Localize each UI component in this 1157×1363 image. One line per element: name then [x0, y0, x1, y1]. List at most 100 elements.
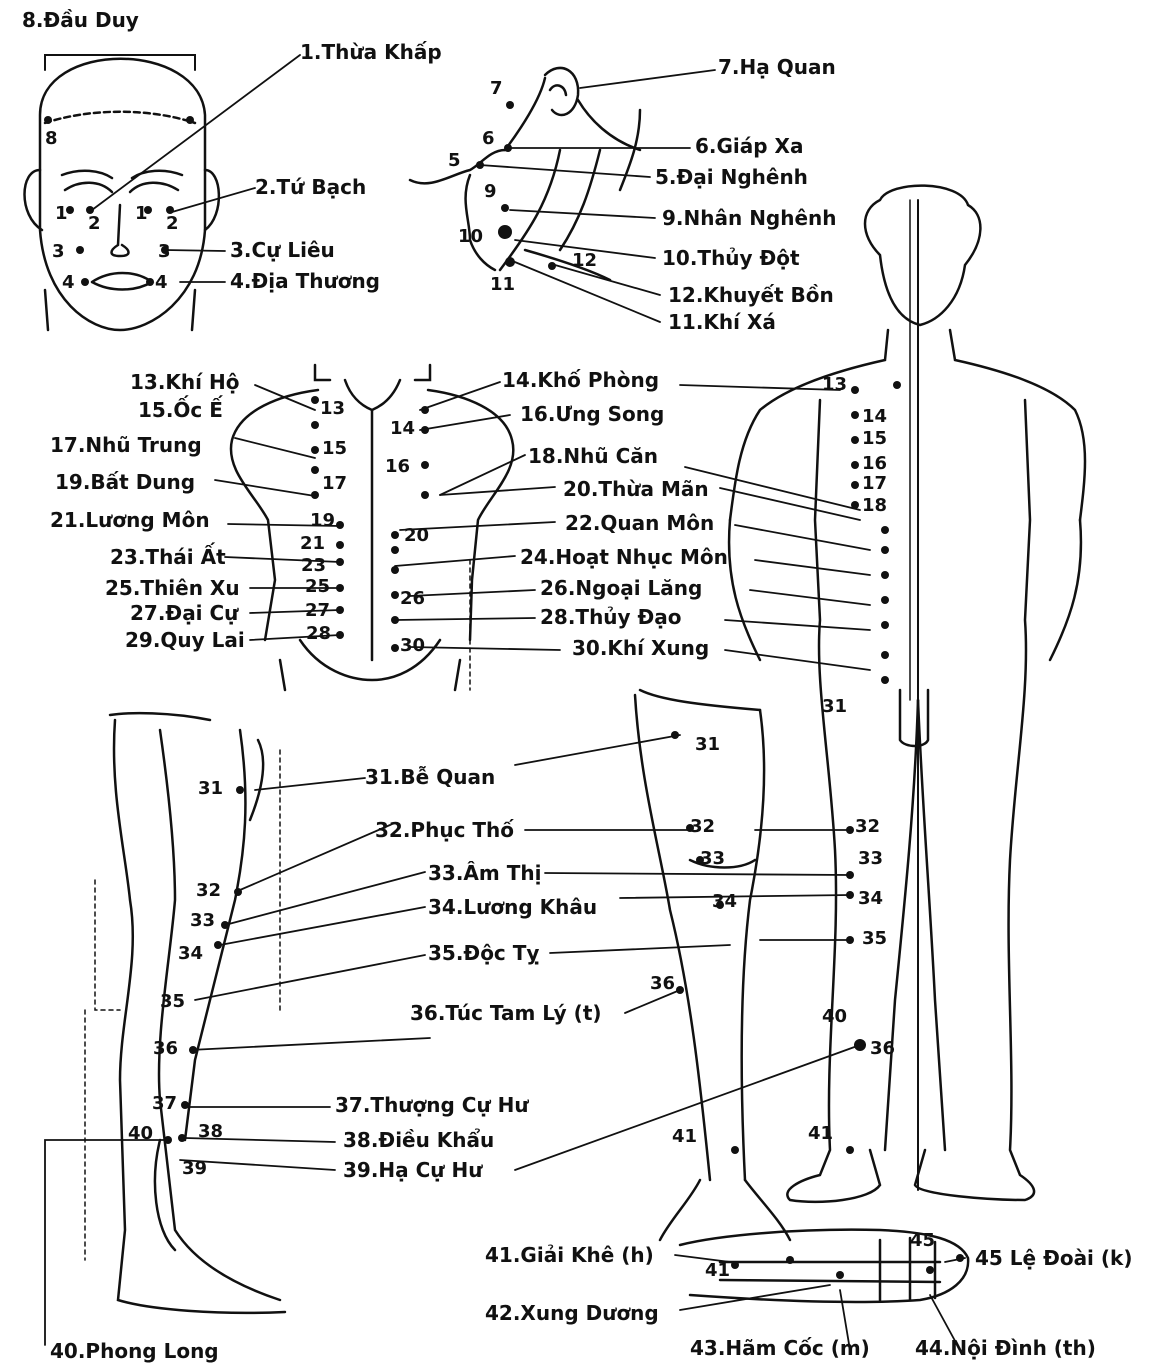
label-tu-bach: 2.Tứ Bạch — [255, 177, 366, 197]
point-number: 16 — [862, 455, 887, 473]
point-number: 17 — [322, 475, 347, 493]
point-number: 31 — [695, 736, 720, 754]
point-number: 21 — [300, 535, 325, 553]
point-number: 27 — [305, 602, 330, 620]
label-dai-nghenh: 5.Đại Nghênh — [655, 167, 808, 187]
point-number: 34 — [712, 893, 737, 911]
front-legs-figure — [635, 690, 790, 1240]
label-thuy-dao: 28.Thủy Đạo — [540, 607, 682, 627]
point-number: 33 — [700, 850, 725, 868]
label-phuc-tho: 32.Phục Thố — [375, 820, 514, 840]
label-phong-long: 40.Phong Long — [50, 1341, 219, 1361]
point-number: 15 — [862, 430, 887, 448]
point-number: 3 — [158, 243, 171, 261]
point-number: 25 — [305, 578, 330, 596]
point-number: 13 — [320, 400, 345, 418]
point-number: 10 — [458, 228, 483, 246]
label-noi-dinh: 44.Nội Đình (th) — [915, 1338, 1096, 1358]
point-number: 3 — [52, 243, 65, 261]
side-leg-figure — [110, 713, 285, 1313]
point-number: 41 — [705, 1262, 730, 1280]
point-number: 12 — [572, 252, 597, 270]
point-number: 2 — [166, 215, 179, 233]
point-number: 2 — [88, 215, 101, 233]
point-number: 36 — [870, 1040, 895, 1058]
point-number: 4 — [155, 274, 168, 292]
label-bat-dung: 19.Bất Dung — [55, 472, 195, 492]
point-number: 34 — [858, 890, 883, 908]
point-number: 13 — [822, 376, 847, 394]
point-number: 18 — [862, 497, 887, 515]
label-quan-mon: 22.Quan Môn — [565, 513, 714, 533]
label-hoat-nhuc-mon: 24.Hoạt Nhục Môn — [520, 547, 728, 567]
label-khi-xa: 11.Khí Xá — [668, 312, 776, 332]
point-number: 33 — [858, 850, 883, 868]
label-ngoai-lang: 26.Ngoại Lăng — [540, 578, 702, 598]
label-khi-xung: 30.Khí Xung — [572, 638, 709, 658]
torso-figure — [231, 365, 513, 690]
point-number: 36 — [153, 1040, 178, 1058]
label-tuc-tam-ly: 36.Túc Tam Lý (t) — [410, 1003, 602, 1023]
point-number: 30 — [400, 637, 425, 655]
point-number: 5 — [448, 152, 461, 170]
label-thuong-cu-hu: 37.Thượng Cự Hư — [335, 1095, 529, 1115]
point-number: 45 — [910, 1232, 935, 1250]
label-dia-thuong: 4.Địa Thương — [230, 271, 380, 291]
point-number: 40 — [128, 1125, 153, 1143]
face-figure — [25, 55, 219, 330]
point-number: 33 — [190, 912, 215, 930]
label-dieu-khau: 38.Điều Khẩu — [343, 1130, 494, 1150]
label-ha-quan: 7.Hạ Quan — [718, 57, 836, 77]
point-number: 36 — [650, 975, 675, 993]
label-ham-coc: 43.Hãm Cốc (m) — [690, 1338, 870, 1358]
point-number: 16 — [385, 458, 410, 476]
point-number: 32 — [196, 882, 221, 900]
point-number: 26 — [400, 590, 425, 608]
point-number: 15 — [322, 440, 347, 458]
point-number: 11 — [490, 276, 515, 294]
label-giai-khe: 41.Giải Khê (h) — [485, 1245, 654, 1265]
label-dai-cu: 27.Đại Cự — [130, 603, 238, 623]
full-body-figure — [729, 186, 1085, 1202]
point-number: 20 — [404, 527, 429, 545]
label-doc-ty: 35.Độc Tỵ — [428, 943, 539, 963]
point-number: 31 — [198, 780, 223, 798]
label-thuy-dot: 10.Thủy Đột — [662, 248, 800, 268]
label-thua-khap: 1.Thừa Khấp — [300, 42, 442, 62]
point-number: 8 — [45, 130, 58, 148]
label-nhu-trung: 17.Nhũ Trung — [50, 435, 202, 455]
point-number: 31 — [822, 698, 847, 716]
label-dau-duy: 8.Đầu Duy — [22, 10, 139, 30]
point-number: 14 — [862, 408, 887, 426]
label-luong-mon: 21.Lương Môn — [50, 510, 210, 530]
label-thua-man: 20.Thừa Mãn — [563, 479, 709, 499]
label-am-thi: 33.Âm Thị — [428, 863, 541, 883]
label-luong-khau: 34.Lương Khâu — [428, 897, 597, 917]
point-number: 35 — [160, 993, 185, 1011]
point-number: 28 — [306, 625, 331, 643]
point-number: 35 — [862, 930, 887, 948]
label-thai-at: 23.Thái Ất — [110, 547, 226, 567]
label-xung-duong: 42.Xung Dương — [485, 1303, 659, 1323]
label-kho-phong: 14.Khố Phòng — [502, 370, 659, 390]
point-number: 38 — [198, 1123, 223, 1141]
label-ha-cu-hu: 39.Hạ Cự Hư — [343, 1160, 482, 1180]
point-number: 40 — [822, 1008, 847, 1026]
point-number: 41 — [672, 1128, 697, 1146]
point-number: 6 — [482, 130, 495, 148]
point-number: 17 — [862, 475, 887, 493]
point-number: 1 — [135, 205, 148, 223]
point-number: 9 — [484, 183, 497, 201]
point-number: 39 — [182, 1160, 207, 1178]
point-number: 32 — [855, 818, 880, 836]
point-number: 37 — [152, 1095, 177, 1113]
label-ung-song: 16.Ưng Song — [520, 404, 664, 424]
label-nhan-nghenh: 9.Nhân Nghênh — [662, 208, 837, 228]
label-cu-lieu: 3.Cự Liêu — [230, 240, 335, 260]
label-nhu-can: 18.Nhũ Căn — [528, 446, 658, 466]
label-khuyet-bon: 12.Khuyết Bồn — [668, 285, 834, 305]
label-khi-ho: 13.Khí Hộ — [130, 372, 239, 392]
point-number: 7 — [490, 80, 503, 98]
point-number: 4 — [62, 274, 75, 292]
